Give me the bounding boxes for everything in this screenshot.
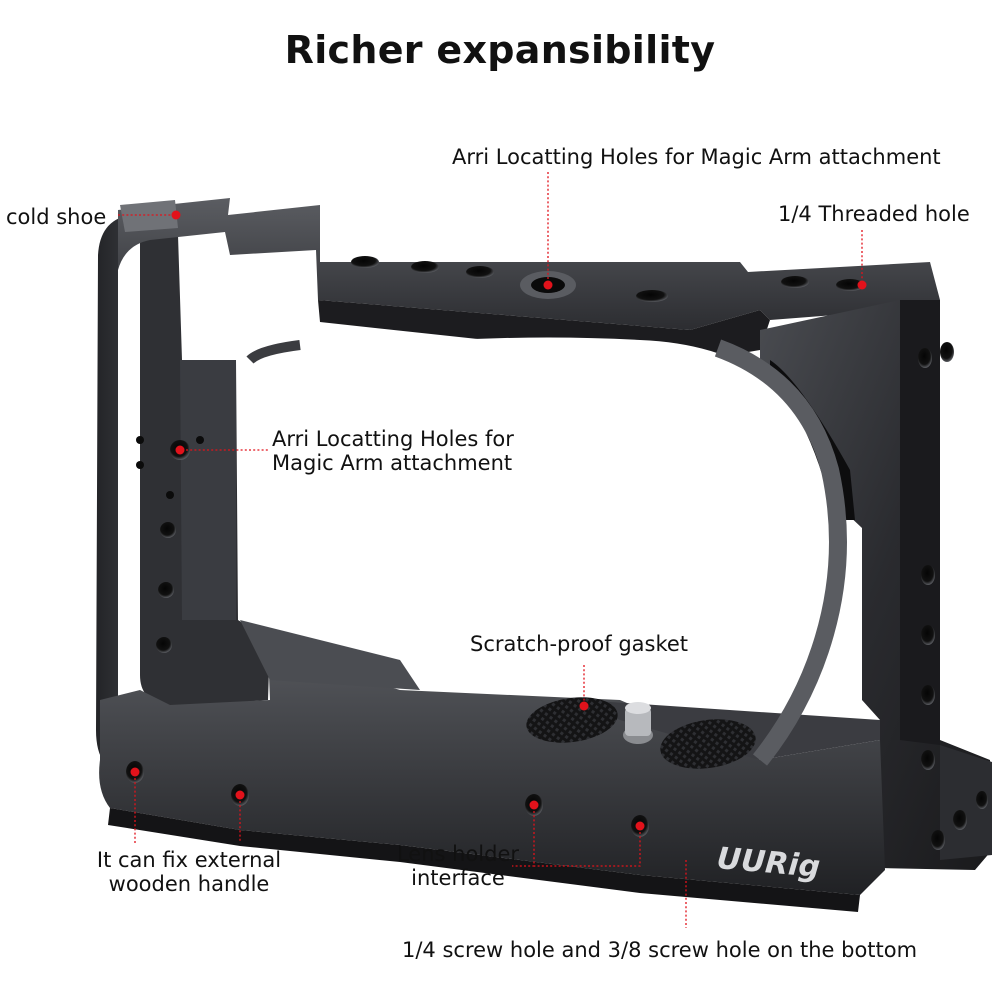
- label-arri-top: Arri Locatting Holes for Magic Arm attac…: [452, 145, 941, 169]
- label-bottom-holes: 1/4 screw hole and 3/8 screw hole on the…: [402, 938, 918, 962]
- label-threaded-hole: 1/4 Threaded hole: [778, 202, 970, 226]
- label-handle-line1: It can fix external: [96, 848, 282, 872]
- label-cold-shoe: cold shoe: [6, 205, 107, 229]
- label-lens-line1: Lens holder: [396, 842, 520, 866]
- page-title: Richer expansibility: [284, 28, 716, 72]
- marker-lens-1: [529, 800, 539, 810]
- marker-gasket: [579, 701, 589, 711]
- callout-markers: [130, 210, 867, 831]
- label-arri-side-line1: Arri Locatting Holes for: [272, 427, 514, 451]
- label-gasket: Scratch-proof gasket: [470, 632, 689, 656]
- marker-arri-side: [175, 445, 185, 455]
- label-arri-side-line2: Magic Arm attachment: [272, 451, 513, 475]
- marker-cold-shoe: [171, 210, 181, 220]
- cold-shoe-mount: [120, 200, 178, 232]
- right-column-holes: [918, 342, 988, 850]
- marker-handle-1: [130, 767, 140, 777]
- scratch-proof-gaskets: [526, 697, 756, 769]
- label-lens-line2: interface: [411, 866, 505, 890]
- marker-threaded-hole: [857, 280, 867, 290]
- marker-handle-2: [235, 790, 245, 800]
- left-plate-holes: [136, 436, 204, 653]
- callout-leader-lines: [118, 172, 863, 928]
- marker-lens-2: [635, 821, 645, 831]
- marker-arri-top: [543, 280, 553, 290]
- label-handle-line2: wooden handle: [108, 872, 270, 896]
